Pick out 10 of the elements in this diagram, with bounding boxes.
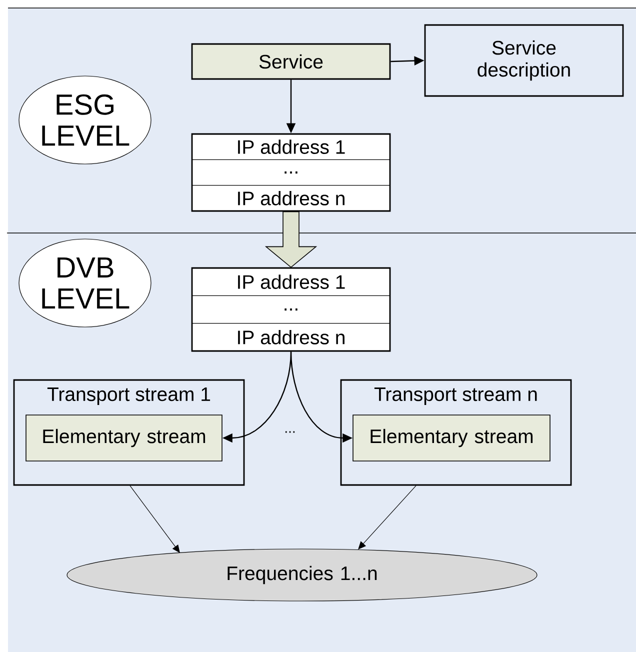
address-table: IP address 1 ... IP address n: [191, 133, 391, 212]
arrow: [358, 485, 416, 550]
address-table: IP address 1 ... IP address n: [191, 267, 391, 352]
arrow: [130, 485, 180, 553]
stream-box: Elementary stream: [352, 414, 550, 462]
stream-box: Elementary stream: [26, 414, 222, 462]
block-arrow: [264, 211, 318, 268]
description-box: Service description: [424, 24, 624, 97]
ellipsis-label: ...: [285, 431, 295, 433]
service-box: Service: [191, 43, 391, 80]
